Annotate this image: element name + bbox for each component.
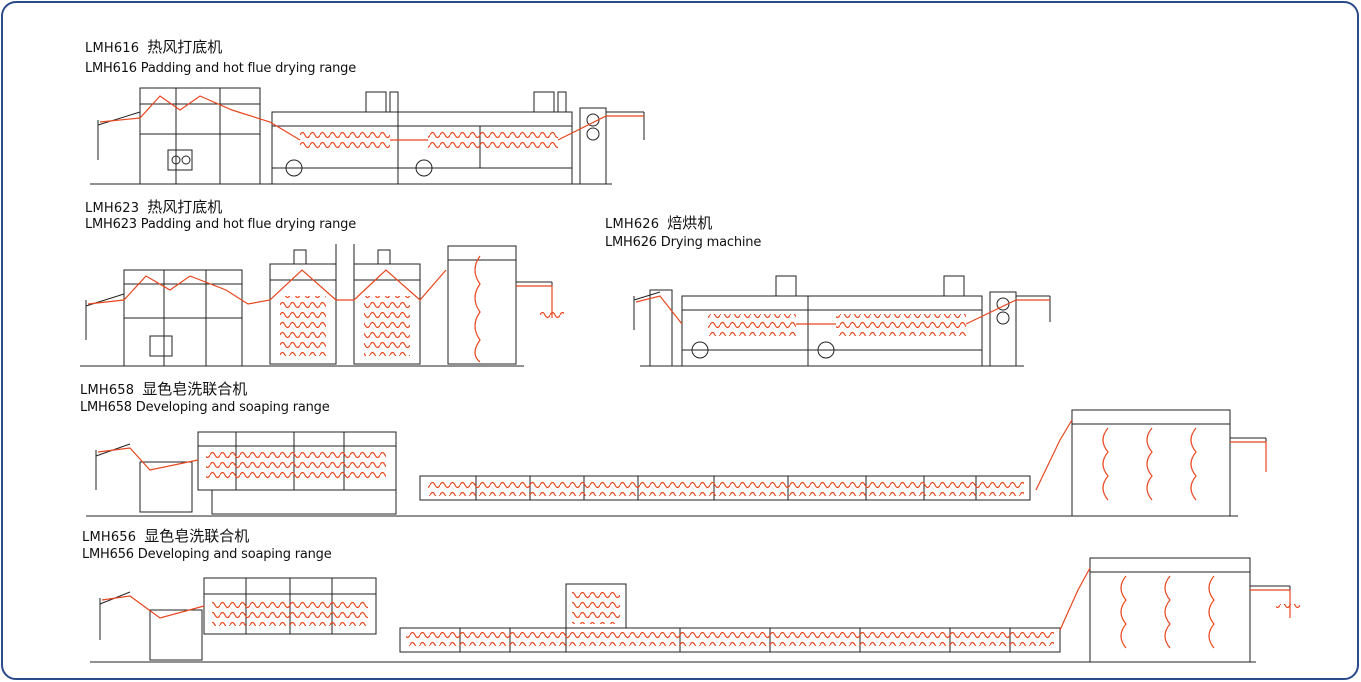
- lmh616-title: LMH616 热风打底机: [85, 36, 222, 57]
- lmh616-chinese-name: 热风打底机: [147, 38, 223, 56]
- lmh658-code: LMH658: [80, 383, 135, 398]
- lmh616-code: LMH616: [85, 41, 140, 56]
- lmh656-english-name: LMH656 Developing and soaping range: [82, 547, 332, 562]
- lmh626-chinese-name: 焙烘机: [667, 214, 713, 232]
- machine-lmh658: [86, 409, 1267, 517]
- lmh623-chinese-name: 热风打底机: [147, 198, 223, 216]
- lmh656-chinese-name: 显色皂洗联合机: [144, 527, 250, 545]
- fabric-path-lmh623: [87, 255, 564, 363]
- lmh658-title: LMH658 显色皂洗联合机: [80, 378, 247, 399]
- lmh656-title: LMH656 显色皂洗联合机: [82, 525, 249, 546]
- fabric-path-lmh658: [97, 419, 1267, 501]
- lmh626-title: LMH626 焙烘机: [605, 212, 712, 233]
- lmh616-english-name: LMH616 Padding and hot flue drying range: [85, 61, 357, 76]
- lmh656-code: LMH656: [82, 530, 137, 545]
- fabric-path-lmh616: [99, 95, 644, 152]
- fabric-path-lmh626: [635, 295, 1050, 336]
- lmh626-english-name: LMH626 Drying machine: [605, 235, 762, 250]
- lmh658-chinese-name: 显色皂洗联合机: [142, 380, 248, 398]
- lmh658-english-name: LMH658 Developing and soaping range: [80, 400, 330, 415]
- machine-lmh626: [633, 275, 1051, 367]
- lmh626-code: LMH626: [605, 217, 660, 232]
- fabric-path-lmh656: [101, 567, 1300, 649]
- machine-lmh616: [90, 87, 645, 185]
- lmh623-code: LMH623: [85, 201, 140, 216]
- lmh623-english-name: LMH623 Padding and hot flue drying range: [85, 217, 357, 232]
- lmh623-title: LMH623 热风打底机: [85, 196, 222, 217]
